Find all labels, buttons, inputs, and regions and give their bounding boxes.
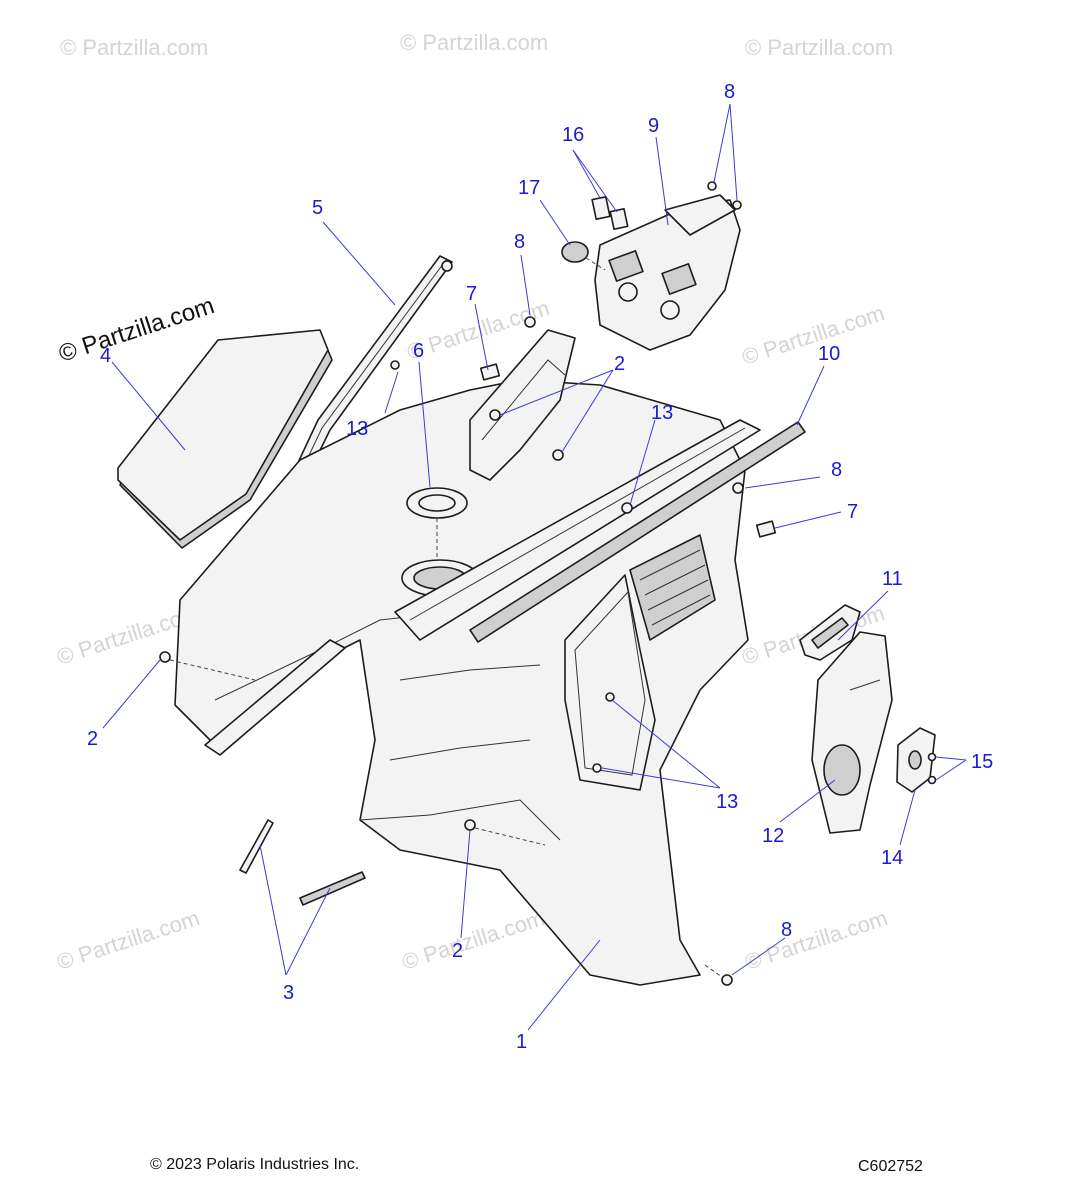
watermark: © Partzilla.com xyxy=(60,35,208,60)
fasteners xyxy=(159,181,937,986)
callout-5[interactable]: 5 xyxy=(312,197,323,219)
nut-13-lower-a xyxy=(605,692,615,702)
callout-2-upper[interactable]: 2 xyxy=(614,353,625,375)
watermark: © Partzilla.com xyxy=(400,30,548,55)
callout-2-lower[interactable]: 2 xyxy=(452,940,463,962)
callout-17[interactable]: 17 xyxy=(518,177,540,199)
callout-1[interactable]: 1 xyxy=(516,1031,527,1053)
callout-8-upper[interactable]: 8 xyxy=(514,231,525,253)
callout-2-left[interactable]: 2 xyxy=(87,728,98,750)
watermark: © Partzilla.com xyxy=(742,905,891,975)
part-main-console xyxy=(174,379,749,986)
watermark: © Partzilla.com xyxy=(54,905,203,975)
callout-4[interactable]: 4 xyxy=(100,345,111,367)
part-shifter-bezel xyxy=(811,631,893,834)
fastener-2-mid xyxy=(552,449,564,461)
part-switch-plate xyxy=(799,604,861,661)
callout-16[interactable]: 16 xyxy=(562,124,584,146)
screw-8-lower xyxy=(721,974,733,986)
part-clips xyxy=(591,195,629,231)
nut-13-lower-b xyxy=(592,763,602,773)
nut-15-b xyxy=(927,775,937,785)
callout-8-top[interactable]: 8 xyxy=(724,81,735,103)
callout-11[interactable]: 11 xyxy=(882,568,903,590)
callout-10[interactable]: 10 xyxy=(818,343,840,365)
leader-lines xyxy=(102,103,967,1031)
callout-13-upper[interactable]: 13 xyxy=(346,418,368,440)
part-side-panel xyxy=(117,329,333,549)
watermark: © Partzilla.com xyxy=(745,35,893,60)
nut-15-a xyxy=(927,752,937,762)
callout-15[interactable]: 15 xyxy=(971,751,993,773)
callout-7-upper[interactable]: 7 xyxy=(466,283,477,305)
part-round-cap xyxy=(561,241,606,271)
watermark: © Partzilla.com xyxy=(399,905,548,975)
screw-8-upper xyxy=(524,316,536,328)
callout-8-lower[interactable]: 8 xyxy=(781,919,792,941)
watermark-main: © Partzilla.com xyxy=(56,292,218,368)
part-pins xyxy=(239,819,366,906)
part-side-rail xyxy=(394,419,806,643)
callout-7-right[interactable]: 7 xyxy=(847,501,858,523)
screw-8-top-left xyxy=(707,181,717,191)
part-top-bezel xyxy=(594,194,741,351)
nut-13-center xyxy=(621,502,633,514)
callout-6[interactable]: 6 xyxy=(413,340,424,362)
callout-labels: 1 2 2 2 3 4 5 6 7 7 8 8 8 8 9 10 11 12 1… xyxy=(87,81,993,1053)
fastener-2-upper xyxy=(489,409,501,421)
screw-8-top-right xyxy=(732,200,742,210)
callout-3[interactable]: 3 xyxy=(283,982,294,1004)
watermark: © Partzilla.com xyxy=(739,300,888,370)
nut-13-upper xyxy=(390,360,400,370)
fastener-2-left xyxy=(159,651,171,663)
callout-14[interactable]: 14 xyxy=(881,847,903,869)
screw-8-rail xyxy=(732,482,744,494)
copyright-notice: © 2023 Polaris Industries Inc. xyxy=(150,1156,360,1173)
clip-7-upper xyxy=(479,363,501,381)
callout-13-center[interactable]: 13 xyxy=(651,402,673,424)
clip-7-right xyxy=(755,520,777,538)
callout-9[interactable]: 9 xyxy=(648,115,659,137)
callout-8-rail[interactable]: 8 xyxy=(831,459,842,481)
callout-13-lower[interactable]: 13 xyxy=(716,791,738,813)
figure-id: C602752 xyxy=(858,1158,923,1175)
part-ring-gasket xyxy=(406,487,468,560)
callout-12[interactable]: 12 xyxy=(762,825,784,847)
fastener-2-lower xyxy=(464,819,476,831)
